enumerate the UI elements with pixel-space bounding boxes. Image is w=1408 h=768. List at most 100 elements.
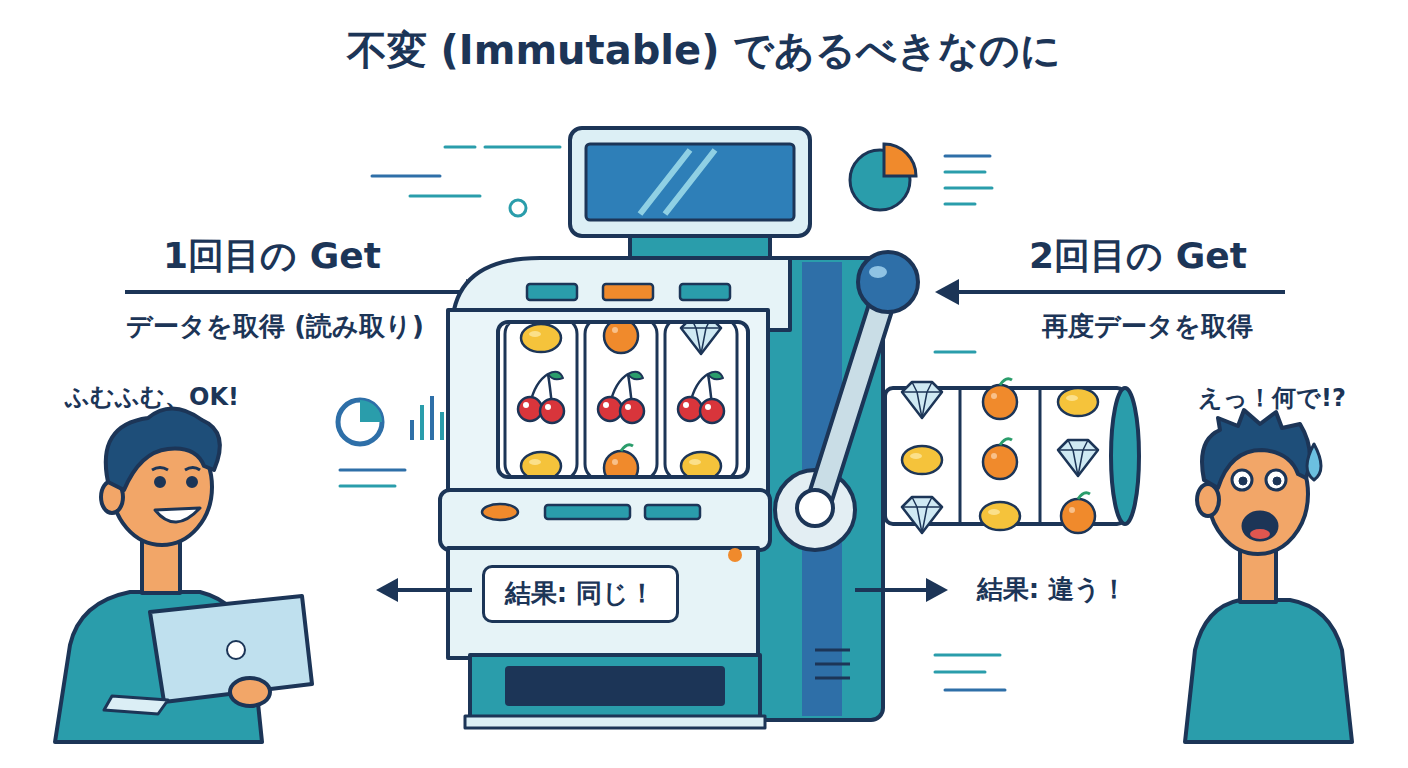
slot-machine: [448, 310, 768, 495]
decoration-lines: [945, 203, 975, 206]
slot-machine: [640, 150, 715, 214]
slot-machine: [527, 284, 577, 300]
happy-person: [156, 478, 164, 486]
gauge-icon: [420, 405, 424, 440]
decoration-lines: [340, 469, 405, 472]
surprised-person: [1185, 600, 1352, 742]
step-description: 再度データを取得: [1042, 311, 1253, 342]
gauge-icon: [360, 400, 382, 422]
decoration-lines: [445, 146, 475, 149]
pie-chart-icon: [884, 144, 916, 176]
slot-machine: [465, 716, 765, 728]
happy-person: [230, 678, 270, 706]
arrow: [395, 588, 472, 592]
slot-machine: [505, 666, 725, 706]
happy-person: [106, 408, 220, 490]
speech-text: えっ！何で!?: [1198, 384, 1346, 413]
gauge-icon: [338, 396, 442, 444]
slot-machine: [869, 266, 887, 278]
slot-machine: [902, 382, 942, 418]
slot-machine: [681, 452, 721, 475]
slot-machine: [603, 284, 653, 300]
slot-machine: [505, 324, 737, 475]
slot-machine: [1111, 388, 1139, 524]
slot-machine: [1058, 388, 1098, 416]
slot-machine: [983, 379, 1017, 419]
decoration-lines: [485, 146, 560, 149]
decoration-lines: [510, 200, 526, 216]
slot-machine: [440, 128, 1139, 728]
slot-machine: [630, 236, 770, 258]
slot-machine: [1058, 440, 1098, 476]
slot-machine: [604, 445, 638, 475]
slot-machine: [545, 505, 630, 519]
surprised-person: [1243, 512, 1277, 540]
slot-machine: [645, 505, 700, 519]
slot-machine: [815, 650, 850, 678]
decoration-lines: [935, 671, 985, 674]
surprised-person: [1239, 477, 1247, 485]
slot-machine: [728, 548, 742, 562]
decoration-lines: [935, 351, 975, 354]
decoration-lines: [945, 155, 990, 158]
slot-machine: [570, 128, 810, 236]
surprised-person: [1232, 470, 1252, 490]
happy-person: [227, 641, 245, 659]
step-heading: 1回目の Get: [163, 234, 381, 277]
slot-machine: [902, 497, 942, 533]
arrow: [125, 290, 470, 294]
slot-machine: [598, 372, 644, 423]
slot-machine: [521, 324, 561, 352]
gauge-icon: [410, 420, 414, 440]
slot-machine: [858, 252, 918, 312]
slot-machine: [440, 490, 770, 550]
slot-machine: [521, 452, 561, 475]
slot-machine: [818, 290, 886, 505]
surprised-person: [1273, 477, 1281, 485]
arrow: [855, 588, 928, 592]
step-heading: 2回目の Get: [1029, 234, 1247, 277]
speech-text: ふむふむ、OK!: [65, 383, 239, 412]
surprised-person: [1202, 410, 1310, 488]
happy-person: [155, 508, 200, 522]
slot-machine: [470, 655, 760, 720]
slot-machine: [980, 502, 1020, 530]
slot-machine: [505, 324, 577, 475]
slot-machine: [678, 372, 724, 423]
slot-machine: [604, 324, 638, 353]
slot-machine: [518, 372, 564, 423]
happy-person: [55, 408, 312, 742]
arrow: [125, 279, 1285, 305]
arrow: [935, 279, 959, 305]
happy-person: [104, 696, 168, 714]
slot-machine: [680, 284, 730, 300]
decoration-lines: [372, 175, 440, 178]
title: 不変 (Immutable) であるべきなのに: [347, 26, 1062, 74]
arrow: [926, 578, 948, 602]
slot-machine: [818, 290, 886, 505]
decoration-lines: [945, 187, 992, 190]
surprised-person: [1250, 529, 1270, 539]
happy-person: [188, 478, 196, 486]
slot-machine: [1061, 493, 1095, 533]
slot-machine: [681, 324, 721, 354]
decoration-lines: [935, 654, 1000, 657]
surprised-person: [1266, 470, 1286, 490]
step-description: データを取得 (読み取り): [126, 311, 424, 342]
surprised-person: [1307, 444, 1321, 480]
decoration-lines: [340, 485, 395, 488]
surprised-person: [1185, 410, 1352, 742]
happy-person: [152, 468, 200, 471]
arrow: [955, 290, 1285, 294]
decoration-lines: [945, 171, 985, 174]
gauge-icon: [440, 412, 444, 440]
decoration-lines: [410, 195, 480, 198]
slot-machine: [902, 446, 942, 474]
slot-machine: [797, 490, 833, 526]
slot-machine: [586, 144, 794, 220]
arrow: [376, 578, 398, 602]
slot-machine: [665, 324, 737, 475]
pie-chart-icon: [850, 144, 916, 210]
result-panel: 結果: 同じ！: [482, 565, 679, 623]
